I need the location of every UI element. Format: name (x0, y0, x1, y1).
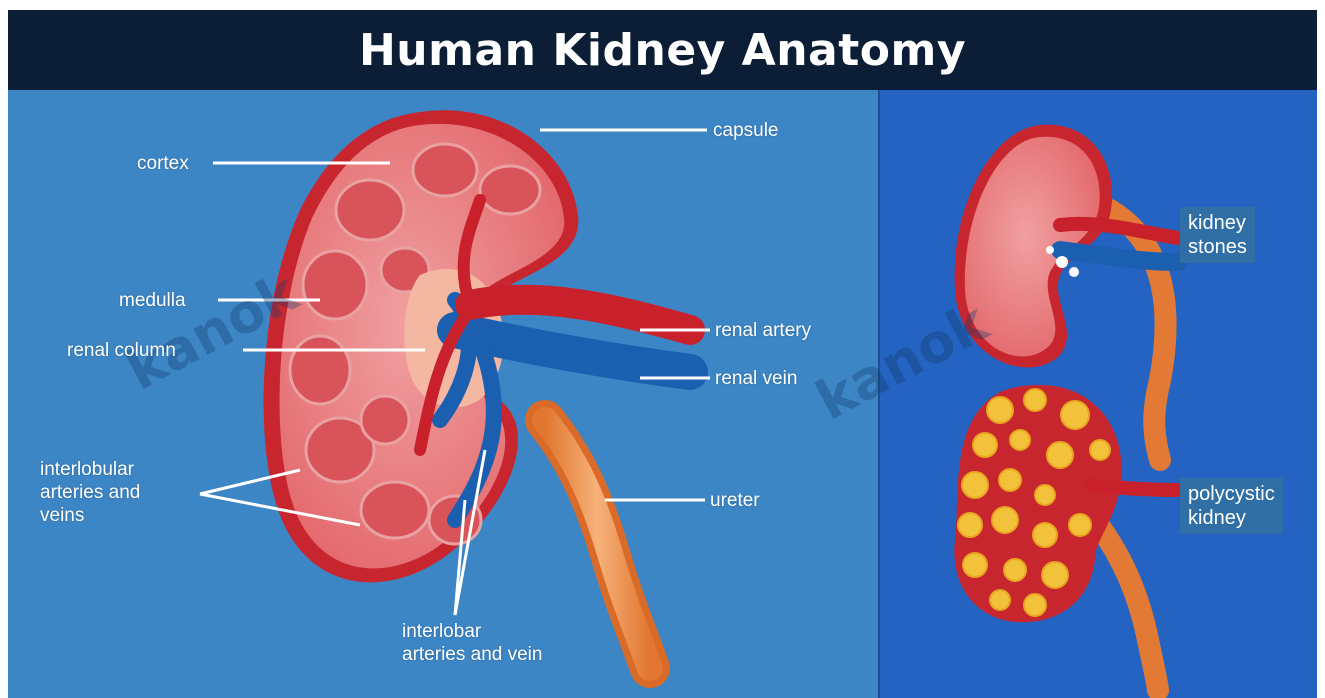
label-capsule: capsule (713, 119, 779, 142)
label-interlobar-line1: interlobar (402, 620, 542, 643)
label-kidney-stones-line2: stones (1188, 235, 1247, 259)
label-ureter: ureter (710, 489, 760, 512)
label-interlobar: interlobar arteries and vein (402, 620, 542, 666)
label-interlobular-line3: veins (40, 504, 140, 527)
label-interlobar-line2: arteries and vein (402, 643, 542, 666)
label-renal-column: renal column (67, 339, 176, 362)
label-polycystic-line1: polycystic (1188, 482, 1275, 506)
label-polycystic-line2: kidney (1188, 506, 1275, 530)
label-renal-artery: renal artery (715, 319, 811, 342)
label-renal-vein: renal vein (715, 367, 797, 390)
label-polycystic-kidney: polycystic kidney (1180, 478, 1283, 534)
main-kidney (264, 110, 690, 668)
label-interlobular-line2: arteries and (40, 481, 140, 504)
label-kidney-stones: kidney stones (1180, 207, 1255, 263)
label-cortex: cortex (137, 152, 189, 175)
label-kidney-stones-line1: kidney (1188, 211, 1247, 235)
label-interlobular: interlobular arteries and veins (40, 458, 140, 527)
label-medulla: medulla (119, 289, 186, 312)
label-interlobular-line1: interlobular (40, 458, 140, 481)
